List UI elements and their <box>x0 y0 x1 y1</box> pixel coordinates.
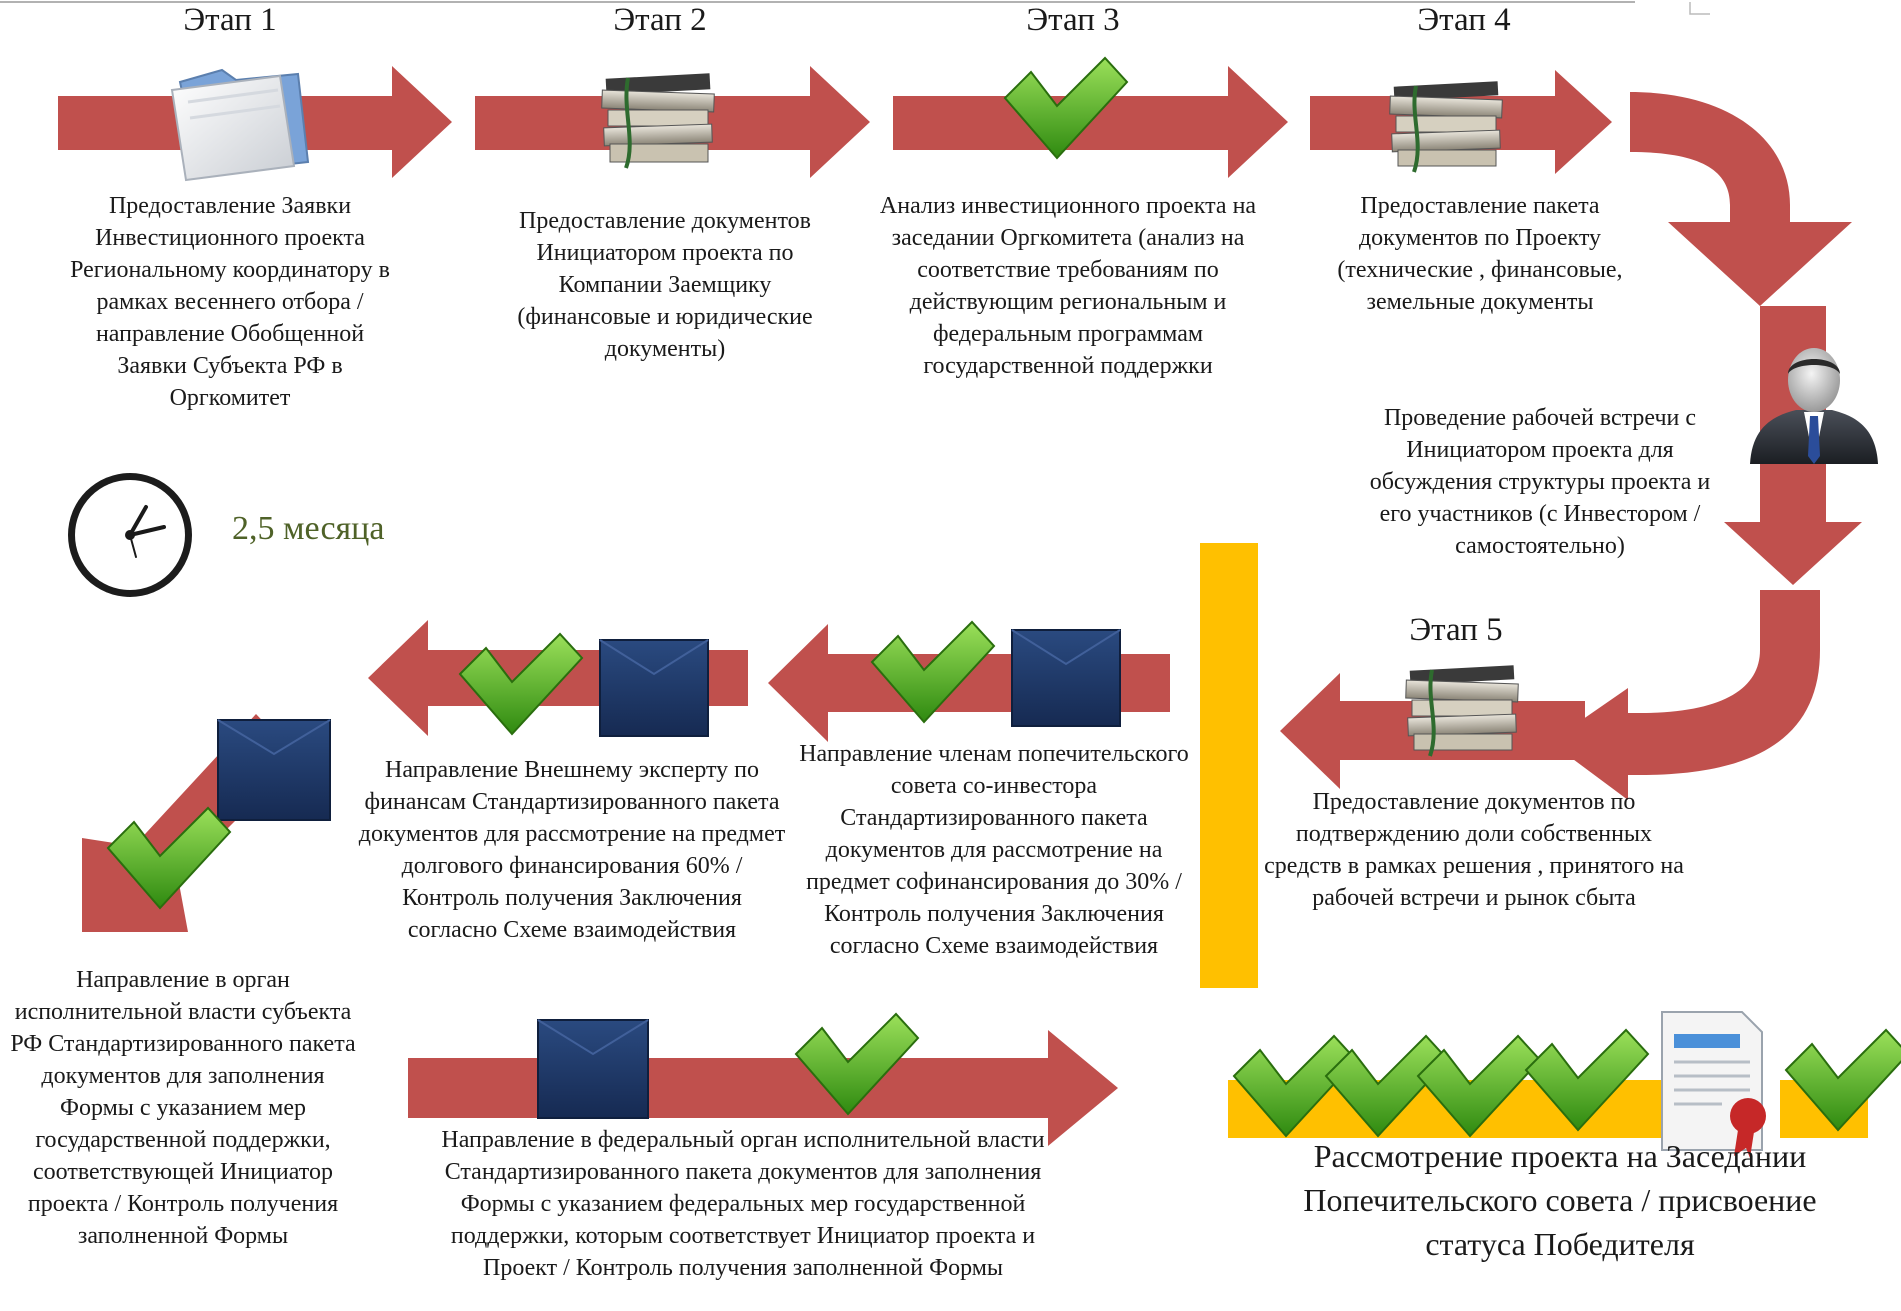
regional-authority-description: Направление в орган исполнительной власт… <box>10 967 356 1249</box>
businessman-icon <box>1750 348 1878 464</box>
checkmark-icon <box>458 632 584 736</box>
final-description: Рассмотрение проекта на Заседании Попечи… <box>1303 1138 1817 1262</box>
checkmark-icon <box>794 1012 920 1116</box>
checkmark-icon <box>1524 1028 1650 1132</box>
stage2-title: Этап 2 <box>613 2 707 38</box>
envelope-icon <box>599 639 709 737</box>
federal-authority-description: Направление в федеральный орган исполнит… <box>441 1127 1045 1281</box>
envelope-icon <box>217 719 331 821</box>
checkmark-icon <box>1784 1028 1901 1132</box>
certificate-icon <box>1661 1011 1766 1158</box>
stage4-description: Предоставление пакета документов по Прое… <box>1337 193 1623 315</box>
stage3-description: Анализ инвестиционного проекта на заседа… <box>879 193 1257 379</box>
envelope-icon <box>537 1019 649 1119</box>
checkmark-icon <box>1232 1034 1358 1138</box>
checkmark-icon <box>1416 1034 1542 1138</box>
curved-arrow-down-left <box>1550 590 1820 800</box>
envelope-icon <box>1011 629 1121 727</box>
checkmark-icon <box>106 806 232 910</box>
clock-icon <box>68 473 192 597</box>
checkmark-icon <box>1003 56 1129 160</box>
duration-label: 2,5 месяца <box>232 510 385 547</box>
stage5-description: Предоставление документов по подтвержден… <box>1264 789 1684 911</box>
stage1-title: Этап 1 <box>183 2 277 38</box>
document-stack-icon <box>1389 81 1503 173</box>
document-stack-icon <box>601 73 715 169</box>
corner-mark <box>1689 2 1710 15</box>
checkmark-icon <box>870 620 996 724</box>
stage2-description: Предоставление документов Инициатором пр… <box>517 208 813 362</box>
curved-arrow-right-down <box>1630 92 1852 306</box>
stage5-title: Этап 5 <box>1409 612 1503 648</box>
coinvestor-description: Направление членам попечительского совет… <box>799 741 1189 959</box>
yellow-divider <box>1200 543 1258 988</box>
stage3-title: Этап 3 <box>1026 2 1120 38</box>
document-stack-icon <box>1405 665 1519 757</box>
expert-description: Направление Внешнему эксперту по финанса… <box>358 757 786 943</box>
folder-icon <box>170 68 310 182</box>
stage4-title: Этап 4 <box>1417 2 1511 38</box>
meeting-description: Проведение рабочей встречи с Инициатором… <box>1369 405 1711 559</box>
coinvestor-arrow <box>768 624 1170 742</box>
stage1-description: Предоставление Заявки Инвестиционного пр… <box>70 193 390 411</box>
checkmark-icon <box>1324 1034 1450 1138</box>
